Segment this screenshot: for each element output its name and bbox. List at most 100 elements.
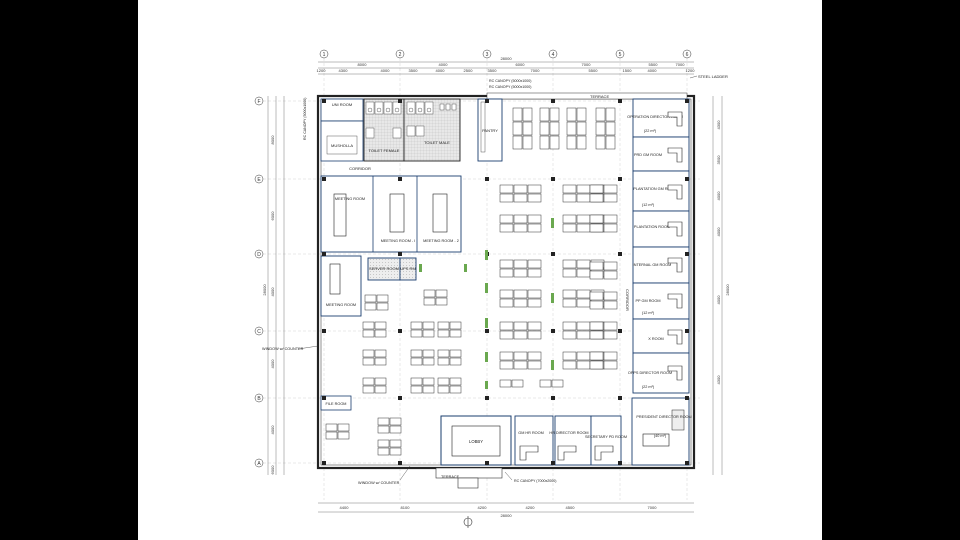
grid-label-F: F xyxy=(257,99,260,105)
note-rc-canopy-left: RC CANOPY (5000x1000) xyxy=(303,98,307,140)
workstation-desk xyxy=(364,294,377,303)
workstation-desk xyxy=(527,330,542,340)
top-terrace xyxy=(486,92,688,100)
workstation-desk xyxy=(562,360,577,370)
workstation-desk xyxy=(499,321,514,331)
workstation-desk xyxy=(605,135,616,150)
grid-label-2: 2 xyxy=(399,52,402,58)
workstation-desk xyxy=(603,223,618,233)
workstation-desk xyxy=(449,385,462,394)
workstation-desk xyxy=(576,121,587,136)
workstation-desk xyxy=(549,121,560,136)
dim-top2: 7000 xyxy=(531,68,541,73)
room-label-uni: UNI ROOM xyxy=(332,102,352,107)
room-hr-director: HR DIRECTOR ROOM xyxy=(549,415,592,466)
dim-bottom: 4200 xyxy=(478,505,488,510)
workstation-desk xyxy=(512,121,523,136)
dim-top: 5500 xyxy=(649,62,659,67)
structural-column xyxy=(618,252,622,256)
room-meeting-4: MEETING ROOM xyxy=(320,255,362,317)
dim-bottom-total: 28000 xyxy=(500,513,512,518)
workstation-desk xyxy=(499,289,514,299)
workstation-desk xyxy=(539,121,550,136)
workstation-desk xyxy=(527,298,542,308)
workstation-desk xyxy=(551,379,564,388)
grid-label-A: A xyxy=(257,461,261,467)
structural-column xyxy=(551,252,555,256)
workstation-desk xyxy=(527,268,542,278)
dim-top2: 1200 xyxy=(686,68,696,73)
workstation-desk xyxy=(566,107,577,122)
workstation-desk xyxy=(513,298,528,308)
workstation-desk xyxy=(499,223,514,233)
workstation-desk xyxy=(325,431,338,440)
workstation-desk xyxy=(374,349,387,358)
planters xyxy=(419,218,554,389)
structural-column xyxy=(322,177,326,181)
note-terrace-bottom: TERRACE xyxy=(441,475,460,479)
note-rc-canopy-bottom: RC CANOPY (7000x2000) xyxy=(514,479,556,483)
workstation-desk xyxy=(527,360,542,370)
workstation-desk xyxy=(422,329,435,338)
room-label-toilet-female: TOILET FEMALE xyxy=(369,148,400,153)
grid-label-3: 3 xyxy=(486,52,489,58)
workstation-desk xyxy=(589,214,604,224)
note-rc-canopy-1: RC CANOPY (5000x1000) xyxy=(489,79,531,83)
workstation-desk xyxy=(522,121,533,136)
dim-bottom: 4400 xyxy=(340,505,350,510)
workstation-desk xyxy=(605,121,616,136)
label-corridor-top: CORRIDOR xyxy=(349,166,371,171)
room-label-prd-gm: PRD GM ROOM xyxy=(634,153,662,157)
right-room-labels: OPERATION DIRECTOR ROOM (22 m²) PRD GM R… xyxy=(627,115,683,389)
workstation-desk xyxy=(410,321,423,330)
structural-column xyxy=(685,99,689,103)
workstation-desk xyxy=(562,223,577,233)
structural-column xyxy=(485,329,489,333)
workstation-desk xyxy=(527,214,542,224)
structural-column xyxy=(398,177,402,181)
workstation-desk xyxy=(499,298,514,308)
workstation-desk xyxy=(527,193,542,203)
workstation-desk xyxy=(576,223,591,233)
workstation-desk xyxy=(499,330,514,340)
workstation-desk xyxy=(423,297,436,306)
dim-right: 3500 xyxy=(716,155,721,165)
room-label-plantation-gm: PLANTATION GM ROOM xyxy=(633,187,676,191)
dim-top2: 4000 xyxy=(381,68,391,73)
structural-column xyxy=(485,177,489,181)
dim-left: 4000 xyxy=(270,359,275,369)
dim-right: 4300 xyxy=(716,120,721,130)
workstation-desk xyxy=(410,377,423,386)
room-label-opps-director: OPPS DIRECTOR ROOM xyxy=(628,371,672,375)
workstation-desk xyxy=(576,135,587,150)
dim-top2: 2500 xyxy=(464,68,474,73)
room-toilet-female: TOILET FEMALE xyxy=(363,98,405,162)
room-area-plantation-gm: (12 m²) xyxy=(642,203,655,207)
workstation-desk xyxy=(389,439,402,448)
workstation-desk xyxy=(603,351,618,361)
workstation-desk xyxy=(362,329,375,338)
structural-column xyxy=(685,177,689,181)
workstation-desk xyxy=(576,360,591,370)
dimension-top: 28000 8000 4000 6000 7000 5500 7000 1200… xyxy=(317,56,696,75)
structural-column xyxy=(685,252,689,256)
grid-label-5: 5 xyxy=(619,52,622,58)
grid-bubbles-left: F E D C B A xyxy=(254,96,264,468)
structural-column xyxy=(551,329,555,333)
workstation-desk xyxy=(513,184,528,194)
workstation-desk xyxy=(589,261,604,271)
room-area-opps: (22 m²) xyxy=(642,385,655,389)
workstation-desk xyxy=(377,439,390,448)
workstation-desk xyxy=(589,184,604,194)
workstation-desk xyxy=(576,298,591,308)
workstation-desk xyxy=(513,214,528,224)
room-label-plantation: PLANTATION ROOM xyxy=(634,225,670,229)
workstation-desk xyxy=(422,349,435,358)
structural-column xyxy=(551,461,555,465)
workstation-desk xyxy=(511,379,524,388)
structural-column xyxy=(485,99,489,103)
workstation-desk xyxy=(410,349,423,358)
grid-label-E: E xyxy=(257,177,261,183)
workstation-desk xyxy=(603,291,618,301)
workstation-desk xyxy=(603,270,618,280)
